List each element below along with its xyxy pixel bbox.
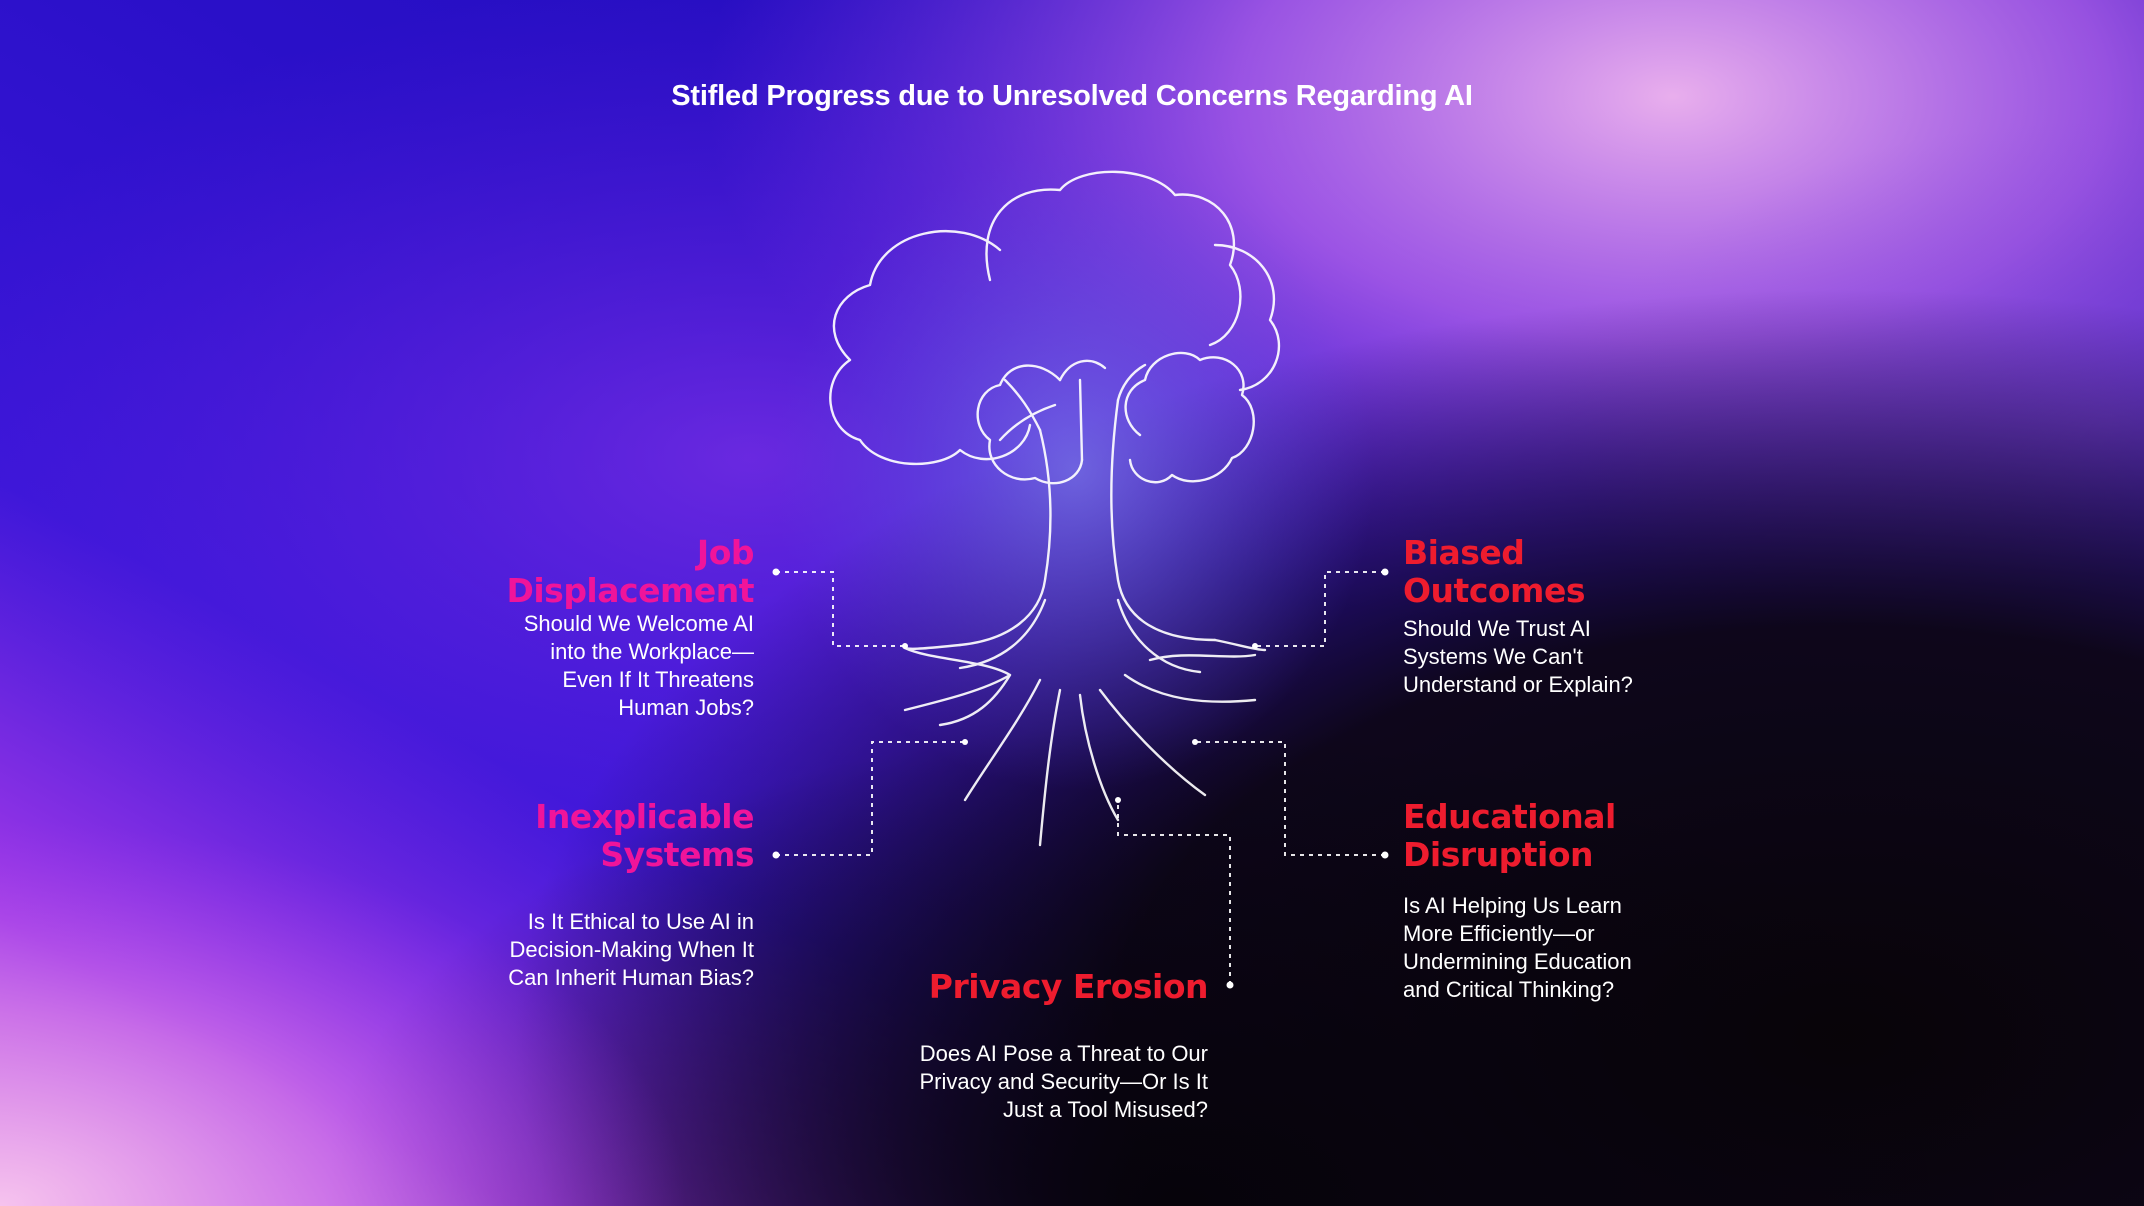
educational-disruption-heading: Educational Disruption	[1403, 797, 1616, 874]
privacy-erosion-heading: Privacy Erosion	[928, 967, 1209, 1006]
privacy-erosion-question: Does AI Pose a Threat to Our Privacy and…	[919, 1041, 1208, 1122]
educational-disruption-question: Is AI Helping Us Learn More Efficiently—…	[1403, 893, 1632, 1002]
biased-outcomes-heading: Biased Outcomes	[1403, 533, 1585, 610]
job-displacement-question: Should We Welcome AI into the Workplace—…	[523, 611, 754, 720]
inexplicable-systems-heading: Inexplicable Systems	[535, 797, 754, 874]
inexplicable-systems-question: Is It Ethical to Use AI in Decision-Maki…	[508, 909, 754, 990]
page-title: Stifled Progress due to Unresolved Conce…	[671, 80, 1473, 112]
biased-outcomes-question: Should We Trust AI Systems We Can't Unde…	[1403, 616, 1633, 697]
job-displacement-heading: Job Displacement	[506, 533, 754, 610]
